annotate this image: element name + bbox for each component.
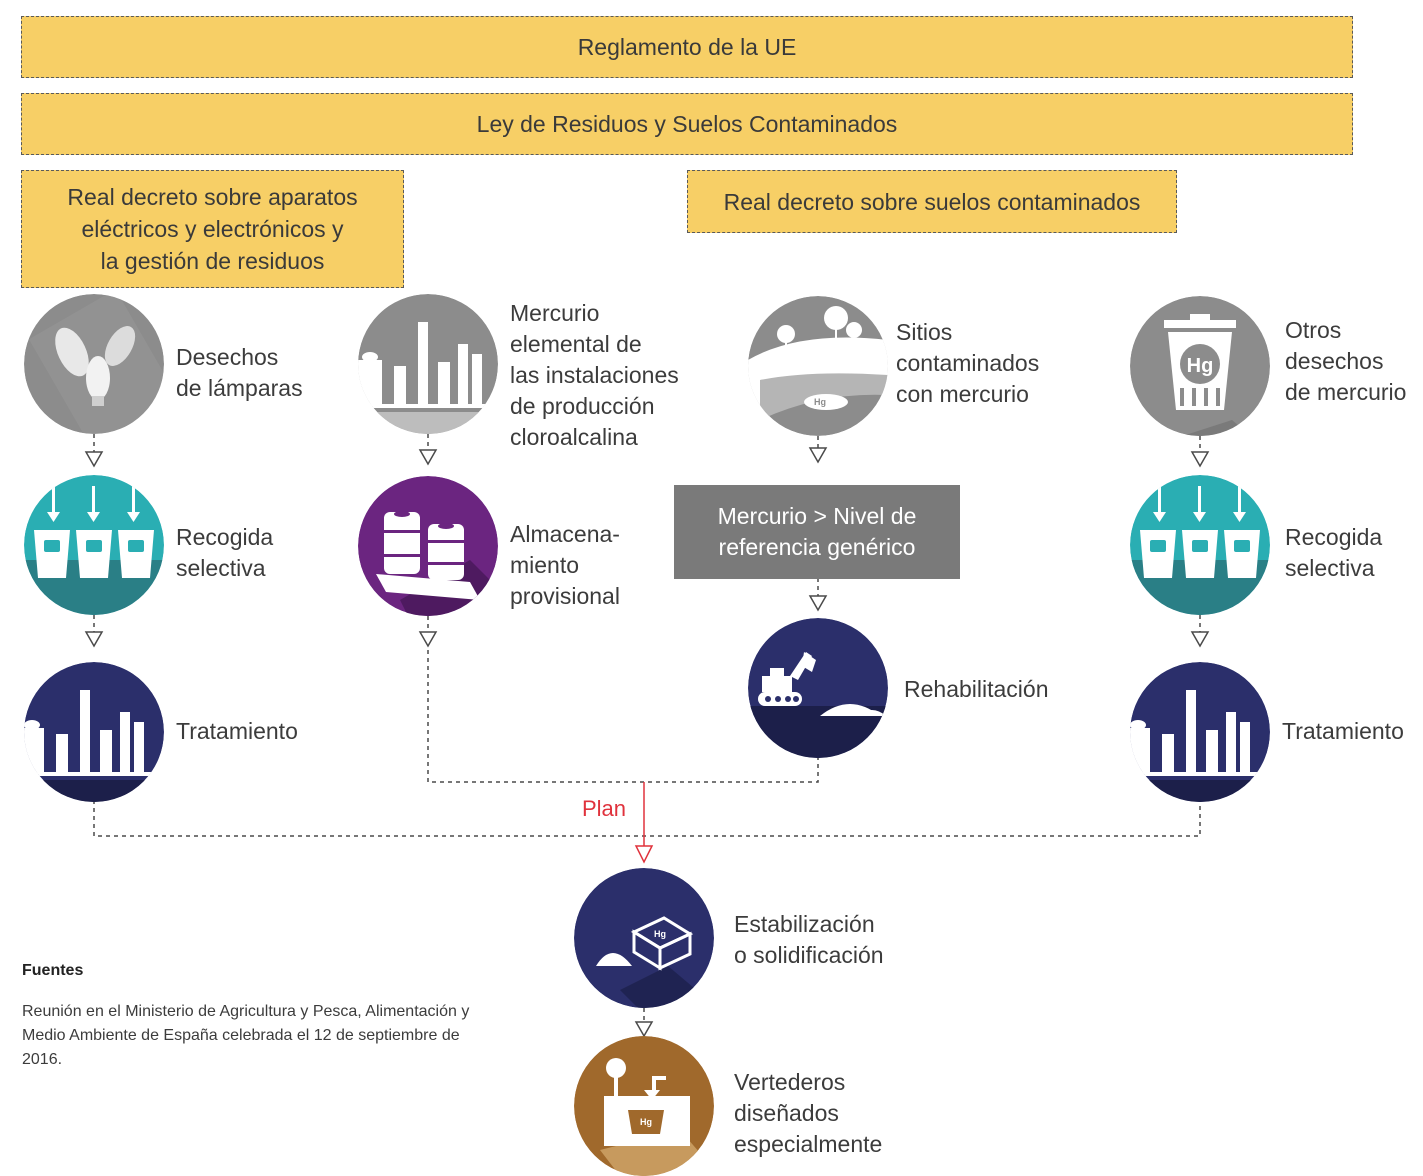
contaminated-sites-icon: Hg (748, 296, 888, 436)
treatment-label-right: Tratamiento (1282, 718, 1404, 744)
waste-law-box: Ley de Residuos y Suelos Contaminados (21, 93, 1353, 155)
contaminated-sites-label: Sitios contaminados con mercurio (896, 319, 1040, 407)
connector-lines (93, 434, 1201, 1022)
landfill-label: Vertederos diseñados especialmente (734, 1069, 883, 1157)
hg-label-landfill: Hg (640, 1117, 652, 1127)
collection-label-right: Recogida selectiva (1285, 524, 1383, 581)
treatment-label-left: Tratamiento (176, 718, 298, 744)
lamp-waste-icon (24, 294, 164, 434)
stabilization-label: Estabilización o solidificación (734, 911, 884, 968)
treatment-icon-right (1130, 662, 1270, 802)
treatment-icon-left (24, 662, 164, 802)
plan-label: Plan (582, 796, 627, 821)
storage-label: Almacena- miento provisional (510, 521, 620, 609)
chlor-alkali-label: Mercurio elemental de las instalaciones … (510, 300, 679, 450)
decree-soils-box: Real decreto sobre suelos contaminados (687, 170, 1177, 233)
decree-soils-label: Real decreto sobre suelos contaminados (723, 188, 1141, 215)
hg-label-sites: Hg (814, 397, 826, 407)
sources-text: Reunión en el Ministerio de Agricultura … (22, 1003, 470, 1068)
decree-electronics-label: Real decreto sobre aparatos eléctricos y… (67, 184, 358, 274)
arrowheads (84, 447, 1210, 1038)
eu-regulation-label: Reglamento de la UE (577, 34, 797, 60)
eu-regulation-box: Reglamento de la UE (21, 16, 1353, 78)
selective-collection-icon (24, 475, 164, 615)
mercury-trash-can-icon: Hg (1130, 296, 1270, 436)
remediation-excavator-icon (748, 618, 888, 758)
landfill-icon: Hg (574, 1036, 714, 1176)
lamp-waste-label: Desechos de lámparas (176, 344, 303, 401)
threshold-label: Mercurio > Nivel de referencia genérico (717, 503, 917, 560)
hg-label-trash: Hg (1187, 355, 1214, 377)
decree-electronics-box: Real decreto sobre aparatos eléctricos y… (21, 170, 404, 288)
other-waste-label: Otros desechos de mercurio (1285, 317, 1407, 405)
threshold-box: Mercurio > Nivel de referencia genérico (674, 485, 960, 579)
stabilization-block-icon: Hg (574, 868, 714, 1008)
sources-title: Fuentes (22, 962, 84, 979)
collection-label-left: Recogida selectiva (176, 524, 274, 581)
selective-collection-icon-right (1130, 475, 1270, 615)
remediation-label: Rehabilitación (904, 676, 1049, 702)
plan-arrow (634, 782, 654, 864)
storage-barrels-icon (358, 476, 498, 616)
hg-label-block: Hg (654, 929, 666, 939)
chlor-alkali-plant-icon (358, 294, 498, 434)
waste-law-label: Ley de Residuos y Suelos Contaminados (476, 111, 898, 137)
